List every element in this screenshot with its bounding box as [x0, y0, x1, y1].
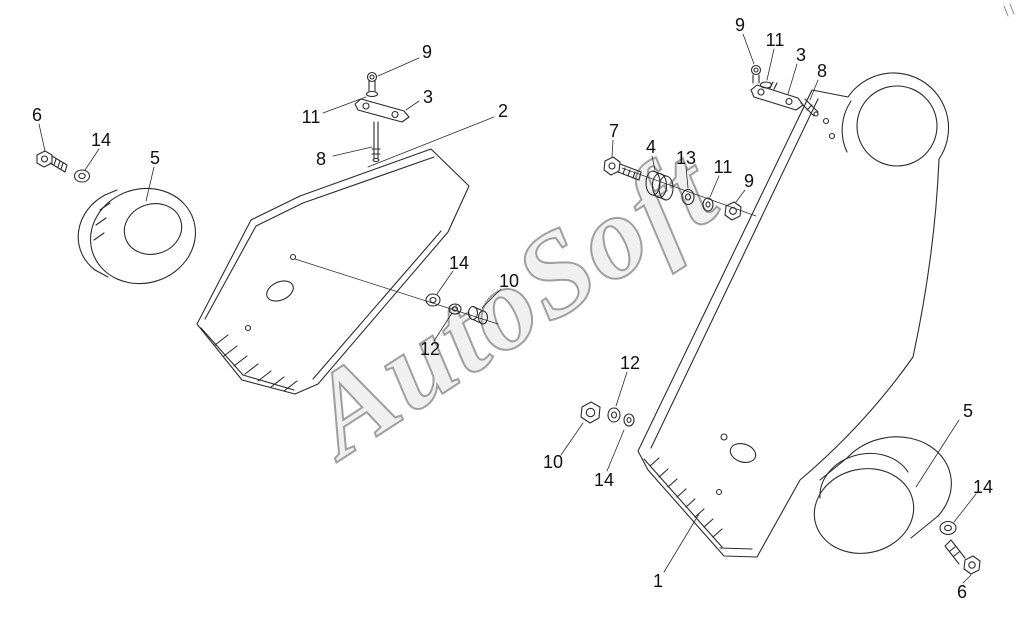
corner-mark	[1003, 3, 1015, 17]
callout-part-14[interactable]: 14	[90, 130, 112, 150]
callout-part-9[interactable]: 9	[734, 15, 746, 35]
callout-part-11[interactable]: 11	[713, 157, 733, 177]
callout-part-3[interactable]: 3	[422, 87, 434, 107]
callout-part-6[interactable]: 6	[956, 582, 968, 602]
callout-part-2[interactable]: 2	[497, 101, 509, 121]
ring-left	[77, 187, 197, 285]
washer-stack-right	[580, 401, 635, 427]
callout-part-10[interactable]: 10	[542, 452, 564, 472]
bracket-assembly-right	[750, 64, 819, 117]
washer-right	[939, 520, 957, 536]
callout-part-11[interactable]: 11	[301, 107, 321, 127]
callout-part-3[interactable]: 3	[795, 45, 807, 65]
callout-part-14[interactable]: 14	[593, 470, 615, 490]
callout-part-5[interactable]: 5	[149, 148, 161, 168]
ring-right	[813, 436, 952, 554]
bracket-assembly-left	[354, 71, 410, 163]
fastener-group-middle	[603, 156, 757, 221]
callout-part-6[interactable]: 6	[31, 105, 43, 125]
callout-part-11[interactable]: 11	[765, 30, 785, 50]
callout-part-5[interactable]: 5	[962, 401, 974, 421]
left-cover-part	[196, 148, 499, 395]
callout-part-4[interactable]: 4	[645, 137, 657, 157]
callout-part-1[interactable]: 1	[652, 571, 664, 591]
callout-part-8[interactable]: 8	[816, 61, 828, 81]
callout-part-8[interactable]: 8	[315, 149, 327, 169]
bolt-right	[944, 539, 981, 575]
callout-part-9[interactable]: 9	[743, 171, 755, 191]
bolt-left	[36, 150, 68, 173]
callout-part-12[interactable]: 12	[419, 339, 441, 359]
washer-stack-left	[425, 293, 489, 325]
callout-part-7[interactable]: 7	[608, 121, 620, 141]
washer-left	[73, 169, 91, 183]
callout-part-10[interactable]: 10	[498, 271, 520, 291]
callout-part-12[interactable]: 12	[619, 353, 641, 373]
right-cover-part	[637, 72, 950, 558]
callout-part-14[interactable]: 14	[448, 253, 470, 273]
callout-part-9[interactable]: 9	[421, 42, 433, 62]
leader-lines	[38, 33, 977, 584]
callout-part-13[interactable]: 13	[675, 148, 697, 168]
callout-part-14[interactable]: 14	[972, 477, 994, 497]
